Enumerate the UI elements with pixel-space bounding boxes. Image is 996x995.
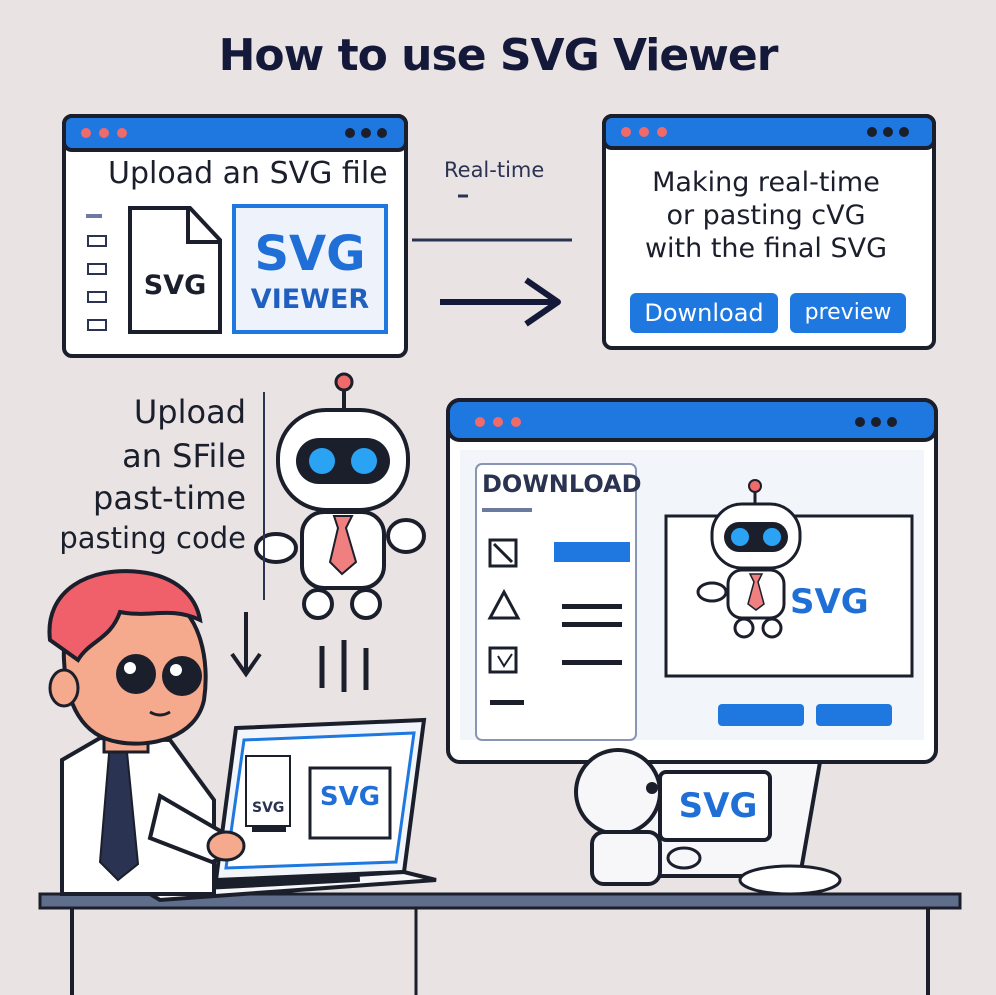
window-dots-icon	[81, 128, 127, 138]
robot-figure-small	[696, 479, 802, 639]
svg-card	[658, 770, 772, 842]
robot-figure	[254, 372, 426, 620]
monitor-button-1	[718, 704, 804, 726]
window-controls-icon	[855, 417, 897, 427]
download-button[interactable]: Download	[630, 293, 778, 333]
preview-button[interactable]: preview	[790, 293, 906, 333]
window-dots-icon	[621, 127, 667, 137]
panel-heading: DOWNLOAD	[482, 470, 642, 498]
document-icon	[128, 206, 222, 334]
viewer-logo-primary: SVG	[254, 226, 366, 282]
window-controls-icon	[867, 127, 909, 137]
upload-heading: Upload an SVG file	[108, 156, 388, 191]
side-caption-line-2: an SFile	[122, 437, 246, 475]
sidebar-list-icon	[86, 214, 107, 331]
robot-back-figure	[574, 748, 772, 886]
side-caption-line-1: Upload	[133, 393, 246, 431]
page-title: How to use SVG Viewer	[218, 30, 779, 81]
side-caption-line-4: pasting code	[59, 521, 246, 555]
result-window	[602, 114, 936, 350]
result-text-line-1: Making real-time	[652, 167, 880, 198]
viewer-logo-box	[232, 204, 388, 334]
connector-label: Real-time	[444, 158, 545, 182]
result-text-line-2: or pasting cVG	[666, 200, 866, 231]
arrow-down-icon	[230, 612, 262, 678]
upload-window	[62, 114, 408, 358]
desk	[38, 892, 962, 995]
window-controls-icon	[345, 128, 387, 138]
panel-list-icons	[487, 538, 622, 705]
motion-marks	[319, 640, 369, 692]
document-icon	[245, 755, 291, 827]
viewer-logo-secondary: VIEWER	[250, 284, 370, 315]
card-svg-label: SVG	[678, 786, 758, 826]
monitor-button-2	[816, 704, 892, 726]
result-text-line-3: with the final SVG	[644, 233, 888, 264]
arrow-right-icon	[440, 277, 561, 327]
document-label: SVG	[143, 270, 207, 301]
screen-svg-label: SVG	[790, 582, 869, 622]
side-caption-line-3: past-time	[93, 479, 246, 517]
person-figure	[47, 569, 246, 896]
laptop-doc-label: SVG	[252, 800, 285, 816]
laptop-figure	[133, 717, 437, 903]
laptop-svg-label: SVG	[319, 782, 381, 812]
window-dots-icon	[475, 417, 521, 427]
